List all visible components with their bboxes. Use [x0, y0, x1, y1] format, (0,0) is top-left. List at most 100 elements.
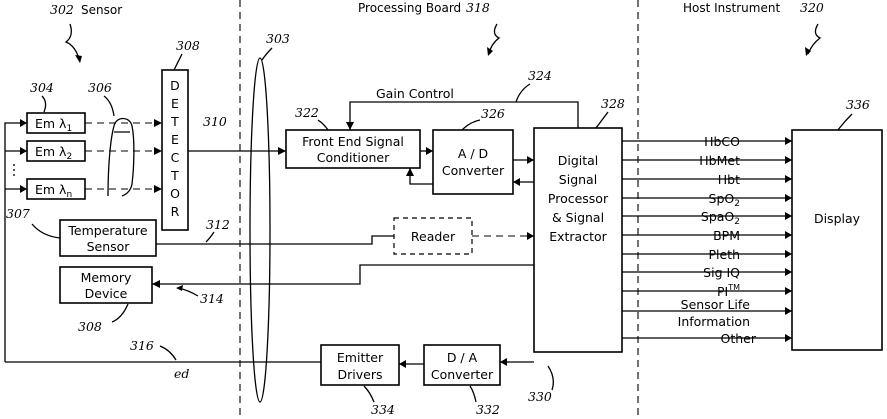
board-section-title: Processing Board	[358, 1, 461, 15]
ref-308-detector: 308	[176, 38, 200, 53]
ref-308-memory: 308	[78, 319, 102, 334]
ref-ed: ed	[174, 366, 189, 381]
arrow-em2	[20, 147, 27, 155]
wire-314	[152, 265, 534, 284]
leader-307	[32, 224, 60, 238]
leader-303	[262, 48, 272, 60]
board-section-ref: 318	[466, 0, 490, 15]
dsp-label-5: Extractor	[549, 229, 607, 244]
ref-307: 307	[6, 206, 30, 221]
dsp-label-2: Signal	[559, 172, 597, 187]
light-arrow-n	[154, 185, 162, 193]
arrow-reader-dsp	[527, 232, 534, 240]
temperature-sensor-label-1: Temperature	[67, 223, 147, 238]
da-label-1: D / A	[447, 350, 478, 365]
leader-324	[516, 84, 530, 102]
arrow-em1	[20, 119, 27, 127]
memory-device-label-2: Device	[85, 286, 128, 301]
host-section-title: Host Instrument	[683, 1, 780, 15]
arrow-314	[152, 280, 160, 288]
ref-326: 326	[481, 106, 505, 121]
leader-336	[838, 114, 852, 130]
output-spao2: SpaO2	[701, 209, 740, 227]
arrow-314-leader	[176, 285, 183, 291]
emitter-n-box: Em λn	[27, 179, 85, 200]
output-other: Other	[721, 331, 757, 346]
ref-324: 324	[528, 68, 552, 83]
svg-text:E: E	[171, 132, 179, 147]
arrow-fe-ad	[426, 147, 433, 155]
output-pleth: Pleth	[708, 247, 740, 262]
ref-306: 306	[88, 80, 112, 95]
leader-302-arrowhead	[75, 55, 82, 63]
leader-316	[160, 346, 176, 360]
arrow-dsp-ad	[513, 178, 520, 186]
leader-322	[318, 120, 328, 130]
da-label-2: Converter	[431, 367, 494, 382]
leader-304	[42, 96, 46, 112]
leader-334	[364, 386, 374, 402]
leader-326	[462, 120, 480, 130]
sensor-section-title: Sensor	[81, 3, 122, 17]
light-arrow-1	[154, 119, 162, 127]
ref-336: 336	[846, 97, 870, 112]
output-hbmet: HbMet	[699, 153, 740, 168]
emitter-2-box: Em λ2	[27, 141, 85, 162]
svg-text:R: R	[171, 204, 180, 219]
host-section-ref: 320	[800, 0, 824, 15]
output-sensor-life-1: Sensor Life	[681, 297, 751, 312]
output-sensor-life-2: Information	[678, 314, 750, 329]
ref-304: 304	[30, 80, 54, 95]
leader-328	[596, 112, 608, 128]
emitter-drive-bus	[5, 123, 27, 362]
ad-label-1: A / D	[458, 146, 488, 161]
light-arrow-2	[154, 147, 162, 155]
ref-303: 303	[266, 31, 290, 46]
gain-control-line	[350, 102, 578, 130]
ref-334: 334	[371, 402, 395, 417]
emitter-drivers-label-2: Drivers	[338, 367, 383, 382]
finger-sketch	[108, 119, 134, 197]
arrow-emn	[20, 185, 27, 193]
leader-308-detector	[174, 54, 182, 70]
memory-device-label-1: Memory	[81, 270, 132, 285]
output-spo2: SpO2	[709, 191, 740, 209]
ref-328: 328	[601, 96, 625, 111]
dsp-label-1: Digital	[558, 153, 599, 168]
svg-text:D: D	[170, 78, 180, 93]
ref-310: 310	[203, 114, 227, 129]
ad-converter-box	[433, 130, 513, 194]
emitter-drivers-label-1: Emitter	[337, 350, 384, 365]
display-label: Display	[814, 211, 861, 226]
arrow-ad-dsp	[527, 156, 534, 164]
arrow-da-drivers	[399, 360, 406, 368]
svg-text:C: C	[171, 150, 180, 165]
ref-322: 322	[295, 105, 319, 120]
output-bpm: BPM	[713, 228, 740, 243]
ref-314: 314	[200, 291, 224, 306]
leader-308-memory	[112, 304, 128, 322]
svg-text:T: T	[170, 114, 179, 129]
display-box	[792, 130, 882, 350]
ref-316: 316	[130, 338, 154, 353]
leader-312	[206, 232, 214, 242]
temperature-sensor-label-2: Sensor	[87, 239, 131, 254]
leader-320	[808, 24, 820, 54]
interface-ellipse	[250, 58, 270, 402]
output-hbco: HbCO	[704, 134, 740, 149]
svg-text:O: O	[170, 186, 180, 201]
svg-text:T: T	[170, 168, 179, 183]
output-hbt: Hbt	[718, 172, 740, 187]
arrow-dsp-da	[500, 358, 507, 366]
gain-control-label: Gain Control	[376, 86, 454, 101]
reader-label: Reader	[411, 229, 456, 244]
leader-306	[104, 96, 114, 116]
leader-332	[470, 386, 476, 402]
dsp-label-4: & Signal	[552, 210, 604, 225]
ref-332: 332	[476, 402, 500, 417]
dsp-label-3: Processor	[548, 191, 609, 206]
arrow-gain	[346, 122, 354, 130]
emitter-1-box: Em λ1	[27, 113, 85, 134]
arrow-ad-fe-ctrl	[406, 168, 414, 176]
